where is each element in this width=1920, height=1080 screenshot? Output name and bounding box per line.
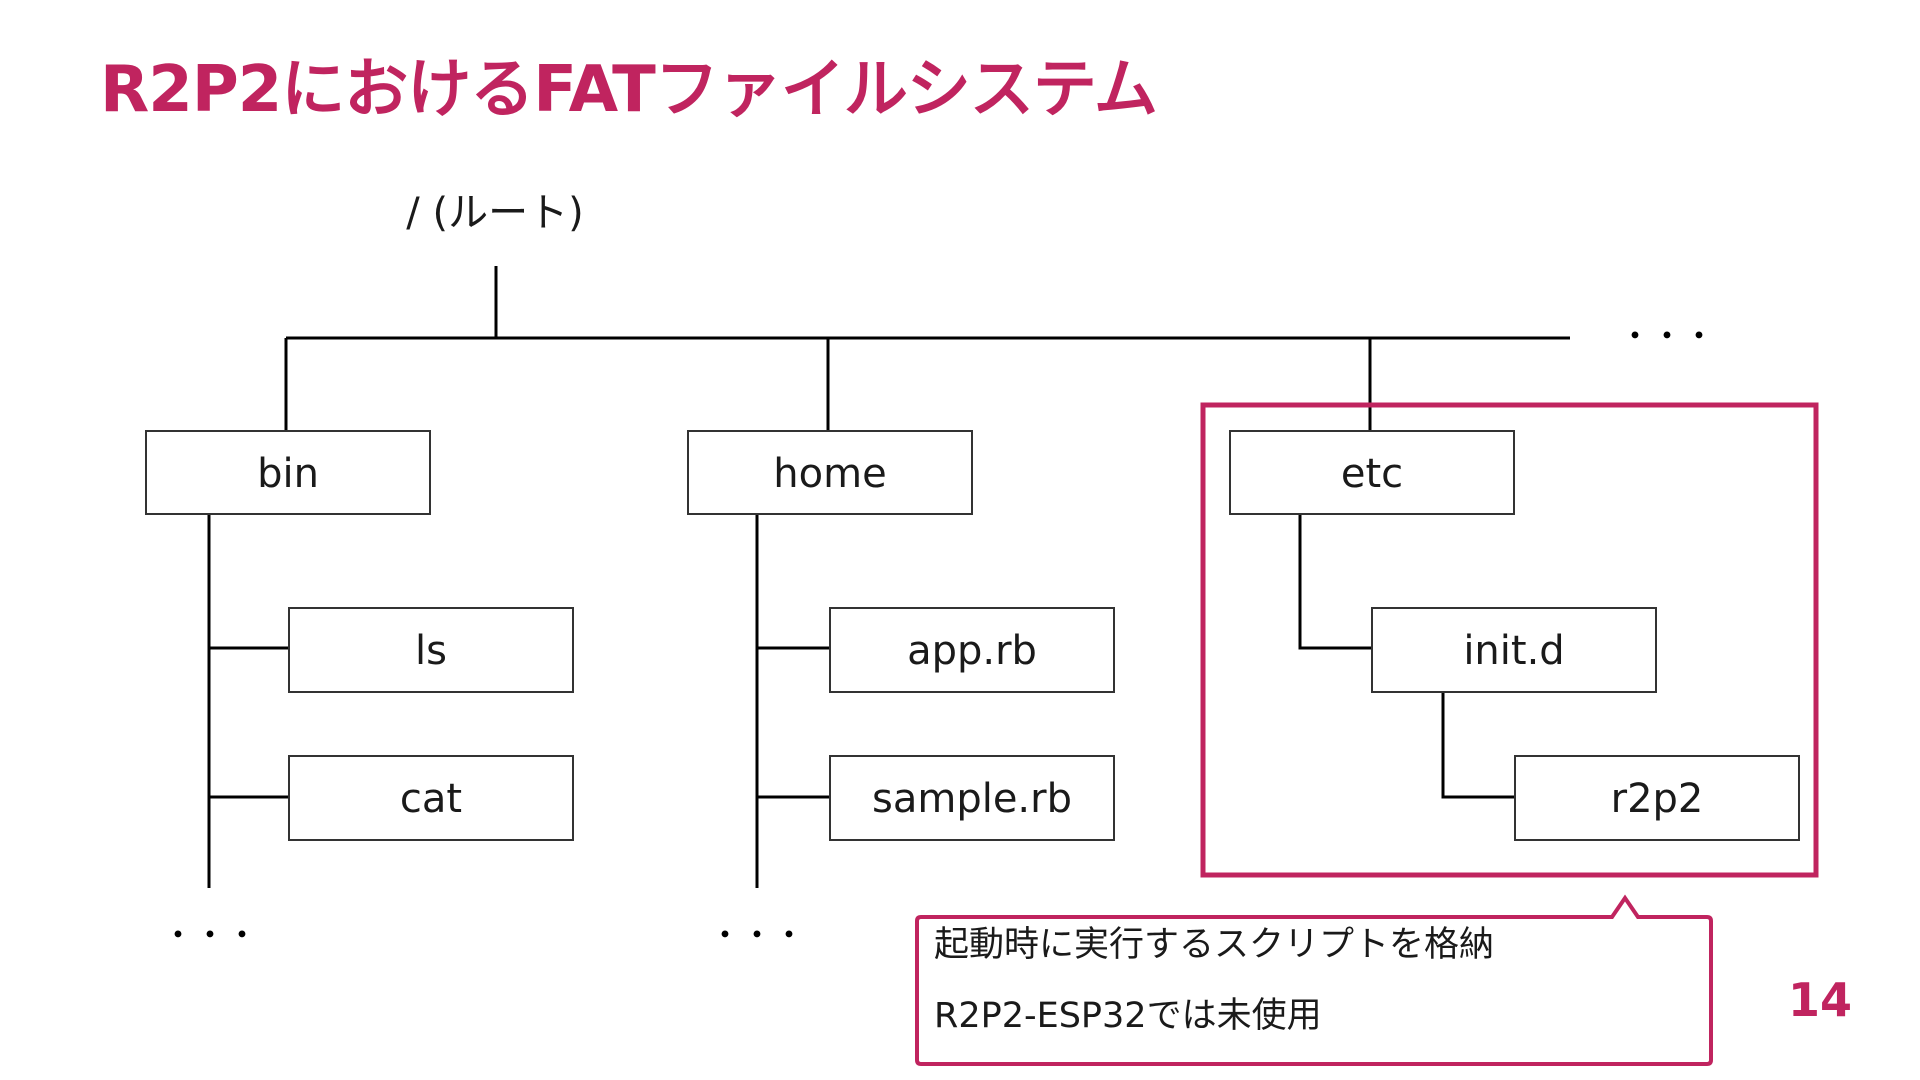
node-label: bin	[257, 451, 319, 497]
node-label: home	[773, 451, 886, 497]
node-label: app.rb	[907, 628, 1037, 674]
tree-connectors	[207, 266, 1570, 888]
tree-node-app-rb: app.rb	[829, 607, 1115, 693]
more-ellipsis-trunk: ・・・	[1619, 317, 1715, 355]
node-label: cat	[400, 776, 462, 822]
node-label: ls	[415, 628, 447, 674]
init-d-connector	[1298, 514, 1372, 650]
tree-node-ls: ls	[288, 607, 574, 693]
more-ellipsis-home: ・・・	[709, 916, 805, 954]
node-label: sample.rb	[872, 776, 1072, 822]
node-label: init.d	[1463, 628, 1564, 674]
tree-node-etc: etc	[1229, 430, 1515, 515]
tree-node-sample-rb: sample.rb	[829, 755, 1115, 841]
callout-bubble: 起動時に実行するスクリプトを格納 R2P2-ESP32では未使用	[915, 894, 1713, 1066]
node-label: r2p2	[1611, 776, 1704, 822]
page-number: 14	[1787, 973, 1852, 1027]
tree-node-home: home	[687, 430, 973, 515]
etc-highlight-frame	[1200, 402, 1819, 878]
tree-node-bin: bin	[145, 430, 431, 515]
callout-line-1: 起動時に実行するスクリプトを格納	[934, 925, 1494, 965]
root-label: / (ルート)	[406, 190, 583, 236]
more-ellipsis-bin: ・・・	[162, 916, 258, 954]
tree-node-init-d: init.d	[1371, 607, 1657, 693]
tree-node-r2p2: r2p2	[1514, 755, 1800, 841]
tree-node-cat: cat	[288, 755, 574, 841]
node-label: etc	[1341, 451, 1403, 497]
callout-line-2: R2P2-ESP32では未使用	[934, 996, 1322, 1036]
slide-title: R2P2におけるFATファイルシステム	[100, 53, 1158, 127]
callout-shape	[915, 894, 1713, 1066]
r2p2-connector	[1441, 692, 1515, 799]
